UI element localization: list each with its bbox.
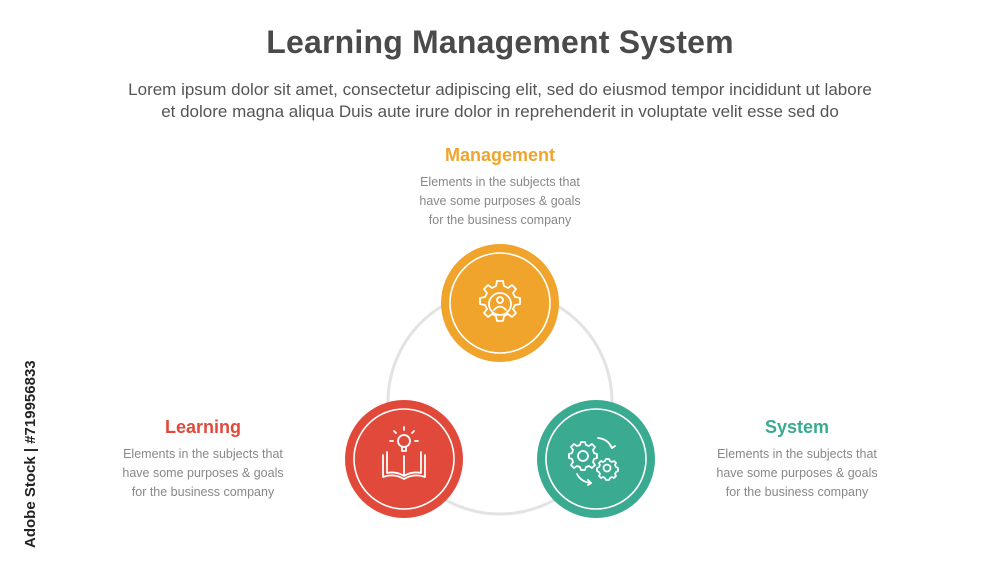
system-circle [537, 400, 655, 518]
gears-cycle-icon [568, 437, 619, 486]
description-line: have some purposes & goals [419, 194, 581, 208]
learning-title: Learning [164, 417, 241, 437]
system-title: System [764, 417, 830, 437]
description-line: have some purposes & goals [122, 466, 284, 480]
book-lightbulb-icon [382, 426, 426, 480]
page-title: Learning Management System [266, 24, 734, 60]
page-subtitle: Lorem ipsum dolor sit amet, consectetur … [40, 79, 960, 123]
subtitle-line: et dolore magna aliqua Duis aute irure d… [161, 102, 839, 121]
stock-watermark: Adobe Stock | #719956833 [22, 360, 39, 548]
description-line: for the business company [725, 485, 869, 499]
gear-person-icon [479, 280, 521, 322]
system-description: Elements in the subjects that have some … [697, 445, 897, 502]
management-title: Management [444, 145, 556, 165]
description-line: for the business company [428, 213, 572, 227]
description-line: Elements in the subjects that [717, 447, 877, 461]
management-circle [441, 244, 559, 362]
learning-description: Elements in the subjects that have some … [103, 445, 303, 502]
description-line: for the business company [131, 485, 275, 499]
subtitle-line: Lorem ipsum dolor sit amet, consectetur … [128, 80, 872, 99]
learning-circle [345, 400, 463, 518]
management-description: Elements in the subjects that have some … [400, 173, 600, 230]
description-line: have some purposes & goals [716, 466, 878, 480]
description-line: Elements in the subjects that [123, 447, 283, 461]
description-line: Elements in the subjects that [420, 175, 580, 189]
